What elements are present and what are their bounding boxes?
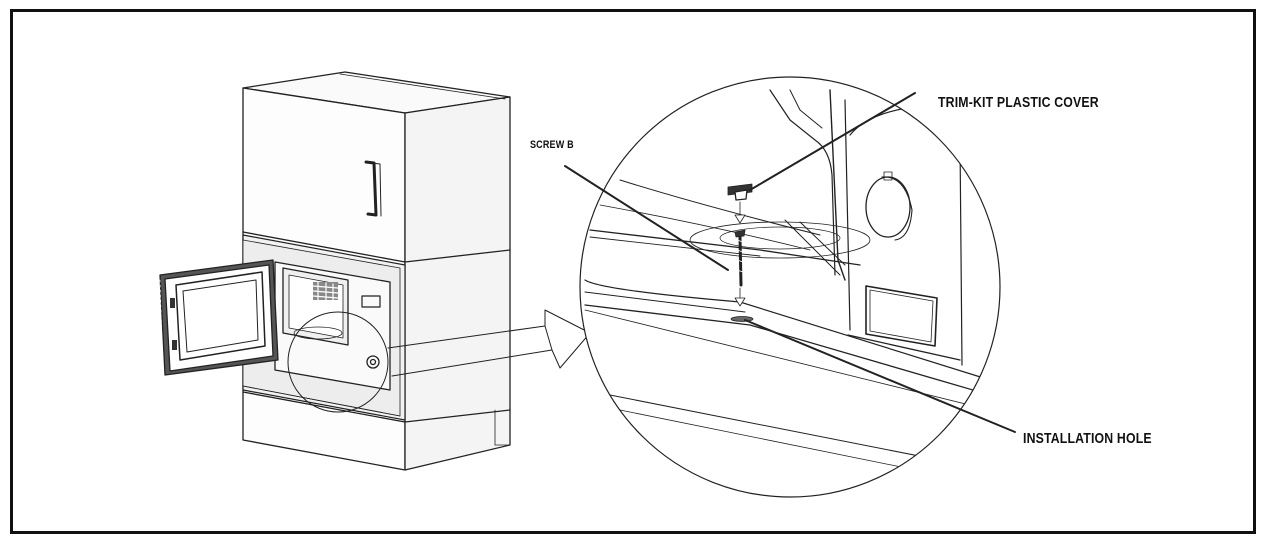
detail-enlargement — [580, 77, 1000, 497]
microwave-illustration — [274, 261, 391, 391]
detail-circle-large — [579, 76, 1001, 498]
detail-circle-small — [287, 311, 389, 413]
microwave-door-illustration — [159, 259, 279, 376]
label-trim-kit-plastic-cover: TRIM-KIT PLASTIC COVER — [938, 94, 1099, 111]
leader-screw-b — [564, 165, 729, 271]
leader-installation-hole — [744, 319, 1016, 433]
label-screw-b: SCREW B — [530, 139, 574, 151]
leader-trim-kit-cover — [749, 92, 916, 191]
label-installation-hole: INSTALLATION HOLE — [1023, 430, 1152, 447]
zoom-arrow — [387, 309, 591, 377]
